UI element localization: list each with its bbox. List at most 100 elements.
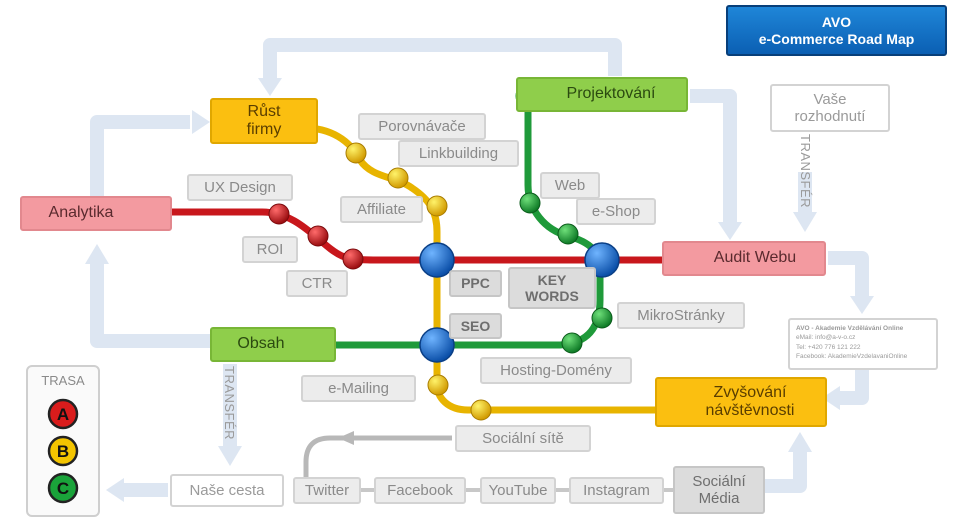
label-ppc-text: PPC [461,275,490,292]
stop-porovnavace [345,142,367,164]
station-audit-webu[interactable]: Audit Webu [662,241,826,276]
station-vase-rozhodnuti[interactable]: Vaše rozhodnutí [770,84,890,132]
station-rust-firmy-line2: firmy [246,121,282,138]
label-youtube[interactable]: YouTube [480,477,556,504]
station-zvysovani-line1: Zvyšování [713,383,787,401]
contact-box: AVO - Akademie Vzdělávání Online eMail: … [788,318,938,370]
stop-ctr [342,248,364,270]
label-linkbuilding[interactable]: Linkbuilding [398,140,519,167]
stop-affiliate [426,195,448,217]
arrow-projektovani-audit [690,89,737,222]
label-socialni-site[interactable]: Sociální sítě [455,425,591,452]
label-socialni-media[interactable]: Sociální Média [673,466,765,514]
transfer-label-left: TRANSFÉR [222,366,237,441]
label-eshop[interactable]: e-Shop [576,198,656,225]
legend-route-letter-c: C [57,479,69,498]
station-zvysovani[interactable]: Zvyšování návštěvnosti [655,377,827,427]
route-b-stops [345,142,492,421]
legend-circles: ABC [47,398,79,504]
label-seo-text: SEO [460,317,491,334]
label-porovnavace-text: Porovnávače [378,117,466,135]
station-audit-webu-label: Audit Webu [713,249,797,267]
legend-route-letter-b: B [57,442,69,461]
station-projektovani[interactable]: Projektování [516,77,688,112]
contact-line1: AVO - Akademie Vzdělávání Online [796,325,904,332]
stop-ux-design [268,203,290,225]
stop-eshop [557,223,579,245]
label-facebook-text: Facebook [387,481,453,499]
route-a-stops [268,203,364,270]
label-mikrostranky-text: MikroStránky [637,306,725,324]
legend-route-c [47,472,79,504]
label-hosting[interactable]: Hosting-Domény [480,357,632,384]
transfer-label-right: TRANSFÉR [798,134,813,209]
label-key-words-line2: WORDS [525,288,579,304]
map-title: AVO e-Commerce Road Map [726,5,947,56]
label-roi[interactable]: ROI [242,236,298,263]
arrow-obsah-analytika [90,262,210,348]
label-affiliate[interactable]: Affiliate [340,196,423,223]
label-affiliate-text: Affiliate [357,200,406,218]
label-twitter[interactable]: Twitter [293,477,361,504]
station-projektovani-label: Projektování [566,85,656,103]
station-nase-cesta[interactable]: Naše cesta [170,474,284,507]
contact-line3: Tel: +420 776 121 222 [796,343,861,351]
legend-title: TRASA [41,373,85,388]
label-instagram[interactable]: Instagram [569,477,664,504]
label-ctr-text: CTR [301,274,333,292]
arrow-audit-contact [828,251,869,296]
label-roi-text: ROI [256,240,284,258]
stop-hosting [561,332,583,354]
label-porovnavace[interactable]: Porovnávače [358,113,486,140]
label-ctr[interactable]: CTR [286,270,348,297]
label-facebook[interactable]: Facebook [374,477,466,504]
interchange-seo [419,327,455,363]
label-emailing-text: e-Mailing [328,379,389,397]
stop-linkbuilding [387,167,409,189]
label-socialni-media-line2: Média [698,490,740,507]
label-ux-design[interactable]: UX Design [187,174,293,201]
label-youtube-text: YouTube [488,481,548,499]
label-web-text: Web [554,176,586,194]
label-socialni-site-text: Sociální sítě [482,429,564,447]
station-zvysovani-line2: návštěvnosti [705,402,795,419]
contact-line2: eMail: info@a-v-o.cz [796,334,856,342]
social-gray-arrow [303,435,452,482]
label-socialni-media-line1: Sociální [692,472,746,490]
label-ux-design-text: UX Design [204,178,276,196]
contact-line4: Facebook: AkademieVzdelavaniOnline [796,353,908,361]
stop-yellow-end [470,399,492,421]
label-seo[interactable]: SEO [449,313,502,339]
label-eshop-text: e-Shop [591,202,641,220]
station-vase-line1: Vaše [813,90,847,108]
stop-mikrostranky [591,307,613,329]
station-vase-line2: rozhodnutí [794,108,866,125]
map-title-line1: AVO [821,14,852,31]
label-linkbuilding-text: Linkbuilding [418,144,499,162]
route-b-yellow [301,124,669,414]
arrow-projektovani-rust [263,38,622,78]
legend-route-b [47,435,79,467]
station-analytika-label: Analytika [48,204,114,222]
station-rust-firmy-line1: Růst [247,102,281,120]
flow-arrows [90,38,869,497]
label-key-words[interactable]: KEY WORDS [508,267,596,309]
station-obsah[interactable]: Obsah [210,327,336,362]
station-nase-cesta-label: Naše cesta [189,481,265,499]
station-analytika[interactable]: Analytika [20,196,172,231]
arrow-analytika-rust [90,115,190,196]
label-ppc[interactable]: PPC [449,270,502,297]
station-rust-firmy[interactable]: Růst firmy [210,98,318,144]
interchange-ppc [419,242,455,278]
label-instagram-text: Instagram [583,481,650,499]
label-mikrostranky[interactable]: MikroStránky [617,302,745,329]
stop-emailing [427,374,449,396]
label-web[interactable]: Web [540,172,600,199]
stop-web [519,192,541,214]
legend-route-letter-a: A [57,405,69,424]
label-key-words-line1: KEY [537,271,567,288]
label-emailing[interactable]: e-Mailing [301,375,416,402]
legend-route-a [47,398,79,430]
